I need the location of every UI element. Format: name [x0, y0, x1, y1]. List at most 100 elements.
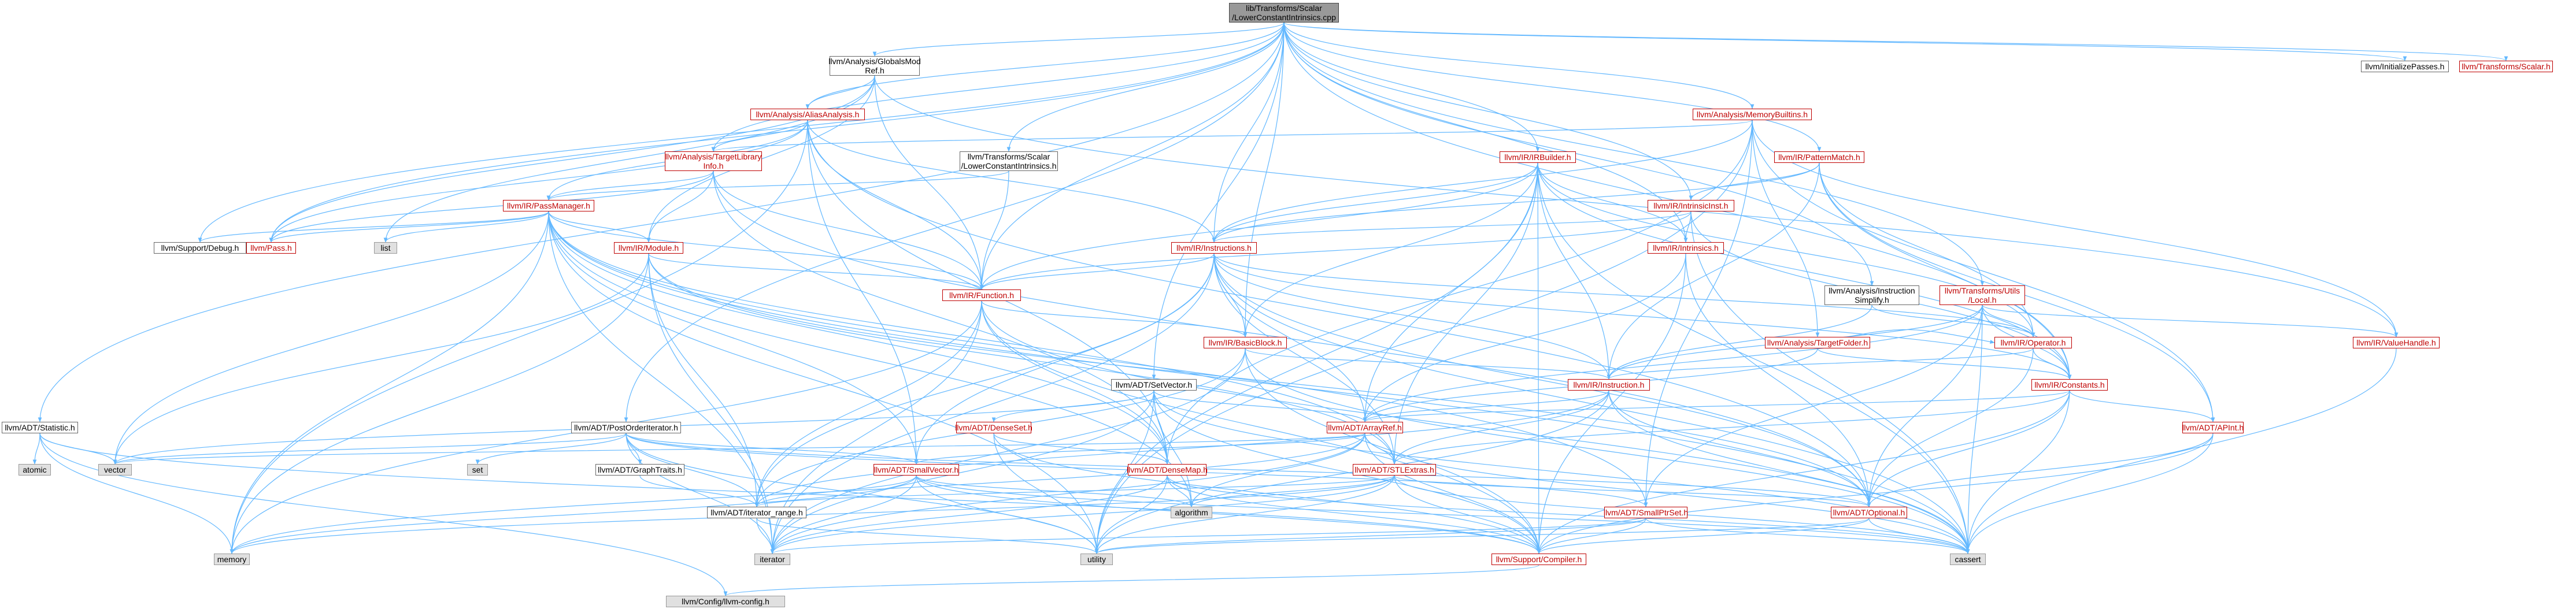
node-label-line: llvm/Transforms/Scalar: [967, 152, 1050, 161]
edge-root-to-lowerconst: [1006, 22, 1285, 152]
node-label-line: llvm/IR/Intrinsics.h: [1653, 243, 1719, 252]
graph-node-postorder[interactable]: llvm/ADT/PostOrderIterator.h: [571, 422, 681, 433]
edge-smallvector-to-compiler: [916, 475, 1541, 554]
graph-node-smallptrset[interactable]: llvm/ADT/SmallPtrSet.h: [1604, 507, 1688, 518]
edge-arrayref-to-compiler: [1364, 433, 1541, 554]
edge-instruction-to-arrayref: [1363, 390, 1609, 422]
edge-statistic-to-llvmconfig: [39, 433, 728, 596]
edge-stlextras-to-utility: [1094, 475, 1395, 554]
graph-node-pass[interactable]: llvm/Pass.h: [246, 242, 296, 254]
edge-root-to-initpasses: [1283, 22, 2407, 61]
edge-memorybuiltins-to-densemap: [1165, 120, 1753, 465]
edge-intrinsicinst-to-cassert: [1690, 211, 1970, 554]
edge-arrayref-to-smallvector: [914, 433, 1365, 465]
edge-constants-to-arrayref: [1363, 390, 2070, 422]
edge-instructions-to-arrayref: [1213, 253, 1367, 422]
edge-memorybuiltins-to-targetlibinfo: [712, 120, 1753, 152]
node-label-line: utility: [1087, 555, 1106, 564]
graph-node-utility: utility: [1080, 554, 1113, 565]
edge-function-to-cassert: [981, 300, 1970, 554]
edge-root-to-targetlibinfo: [711, 22, 1285, 152]
edge-globalsmodref-to-list: [383, 75, 875, 243]
edge-instructions-to-itrange: [754, 253, 1215, 507]
graph-node-function[interactable]: llvm/IR/Function.h: [942, 289, 1021, 301]
edge-utilslocal-to-arrayref: [1363, 304, 1983, 422]
graph-node-initpasses[interactable]: llvm/InitializePasses.h: [2361, 61, 2449, 72]
edge-function-to-densemap: [981, 300, 1169, 465]
edge-patternmatch-to-operator: [1819, 162, 2035, 337]
graph-node-vector: vector: [98, 464, 132, 476]
graph-node-compiler[interactable]: llvm/Support/Compiler.h: [1491, 554, 1586, 565]
edge-postorder-to-set: [475, 433, 627, 465]
edge-optional-to-utility: [1094, 518, 1870, 554]
graph-node-constants[interactable]: llvm/IR/Constants.h: [2031, 379, 2108, 391]
graph-node-itrange[interactable]: llvm/ADT/iterator_range.h: [707, 507, 806, 518]
graph-node-densemap[interactable]: llvm/ADT/DenseMap.h: [1127, 464, 1208, 476]
graph-node-module[interactable]: llvm/IR/Module.h: [614, 242, 683, 254]
edge-aliasanalysis-to-smallvector: [807, 120, 919, 465]
graph-node-intrinsicinst[interactable]: llvm/IR/IntrinsicInst.h: [1648, 200, 1734, 211]
edge-module-to-memory: [230, 253, 649, 554]
graph-node-operator[interactable]: llvm/IR/Operator.h: [1994, 337, 2072, 348]
edge-memorybuiltins-to-smallptrset: [1644, 120, 1753, 507]
graph-node-lowerconst[interactable]: llvm/Transforms/Scalar/LowerConstantIntr…: [960, 151, 1058, 171]
graph-node-statistic[interactable]: llvm/ADT/Statistic.h: [2, 422, 78, 433]
graph-node-denseset[interactable]: llvm/ADT/DenseSet.h: [955, 422, 1032, 433]
edge-smallptrset-to-compiler: [1537, 518, 1646, 554]
node-label-line: llvm/IR/BasicBlock.h: [1208, 338, 1282, 347]
graph-node-transformsscalar[interactable]: llvm/Transforms/Scalar.h: [2459, 61, 2553, 72]
edge-instructions-to-function: [979, 253, 1215, 290]
graph-node-intrinsics[interactable]: llvm/IR/Intrinsics.h: [1648, 242, 1724, 254]
graph-node-stlextras[interactable]: llvm/ADT/STLExtras.h: [1353, 464, 1436, 476]
graph-node-basicblock[interactable]: llvm/IR/BasicBlock.h: [1204, 337, 1287, 348]
edge-utilslocal-to-smallptrset: [1644, 304, 1983, 507]
graph-node-supportdebug[interactable]: llvm/Support/Debug.h: [154, 242, 246, 254]
edge-densemap-to-compiler: [1167, 475, 1541, 554]
graph-node-instructions[interactable]: llvm/IR/Instructions.h: [1171, 242, 1257, 254]
edge-constants-to-apint: [2069, 390, 2215, 422]
edge-root-to-memorybuiltins: [1283, 22, 1755, 109]
graph-node-arrayref[interactable]: llvm/ADT/ArrayRef.h: [1327, 422, 1403, 433]
edge-function-to-itrange: [754, 300, 982, 507]
graph-node-set: set: [467, 464, 488, 476]
edge-densemap-to-iterator: [770, 475, 1168, 554]
edge-statistic-to-compiler: [39, 433, 1541, 554]
graph-node-aliasanalysis[interactable]: llvm/Analysis/AliasAnalysis.h: [750, 109, 865, 120]
node-label-line: llvm/Analysis/TargetFolder.h: [1767, 338, 1868, 347]
graph-node-apint[interactable]: llvm/ADT/APInt.h: [2182, 422, 2244, 433]
edge-densemap-to-cassert: [1167, 475, 1970, 554]
node-label-line: llvm/IR/Instruction.h: [1573, 380, 1645, 389]
graph-node-valuehandle[interactable]: llvm/IR/ValueHandle.h: [2353, 337, 2440, 348]
graph-node-irbuilder[interactable]: llvm/IR/IRBuilder.h: [1500, 151, 1576, 163]
edge-itrange-to-iterator: [756, 518, 775, 554]
graph-node-algorithm: algorithm: [1171, 507, 1212, 518]
graph-node-smallvector[interactable]: llvm/ADT/SmallVector.h: [874, 464, 959, 476]
graph-node-graphtraits[interactable]: llvm/ADT/GraphTraits.h: [595, 464, 684, 476]
node-label-line: llvm/ADT/STLExtras.h: [1354, 465, 1434, 474]
node-label-line: list: [380, 243, 391, 252]
graph-node-targetfolder[interactable]: llvm/Analysis/TargetFolder.h: [1765, 337, 1870, 348]
edge-targetlibinfo-to-densemap: [713, 170, 1169, 465]
edge-constants-to-cassert: [1966, 390, 2070, 554]
node-label-line: llvm/ADT/ArrayRef.h: [1328, 423, 1402, 432]
edge-globalsmodref-to-function: [874, 75, 984, 290]
graph-node-utilslocal[interactable]: llvm/Transforms/Utils/Local.h: [1940, 285, 2025, 305]
graph-node-instruction[interactable]: llvm/IR/Instruction.h: [1568, 379, 1650, 391]
graph-node-memorybuiltins[interactable]: llvm/Analysis/MemoryBuiltins.h: [1693, 109, 1812, 120]
graph-node-setvector[interactable]: llvm/ADT/SetVector.h: [1111, 379, 1197, 391]
node-label-line: llvm/Analysis/GlobalsMod: [828, 57, 921, 66]
edge-postorder-to-utility: [626, 433, 1099, 554]
edge-setvector-to-utility: [1094, 390, 1154, 554]
edge-irbuilder-to-instructions: [1212, 162, 1538, 243]
edge-aliasanalysis-to-function: [807, 120, 984, 290]
edge-setvector-to-cassert: [1153, 390, 1970, 554]
edge-root-to-postorder: [624, 22, 1285, 422]
edge-postorder-to-optional: [626, 433, 1871, 507]
graph-node-optional[interactable]: llvm/ADT/Optional.h: [1831, 507, 1907, 518]
graph-node-patternmatch[interactable]: llvm/IR/PatternMatch.h: [1774, 151, 1864, 163]
graph-node-passmanager[interactable]: llvm/IR/PassManager.h: [503, 200, 594, 211]
